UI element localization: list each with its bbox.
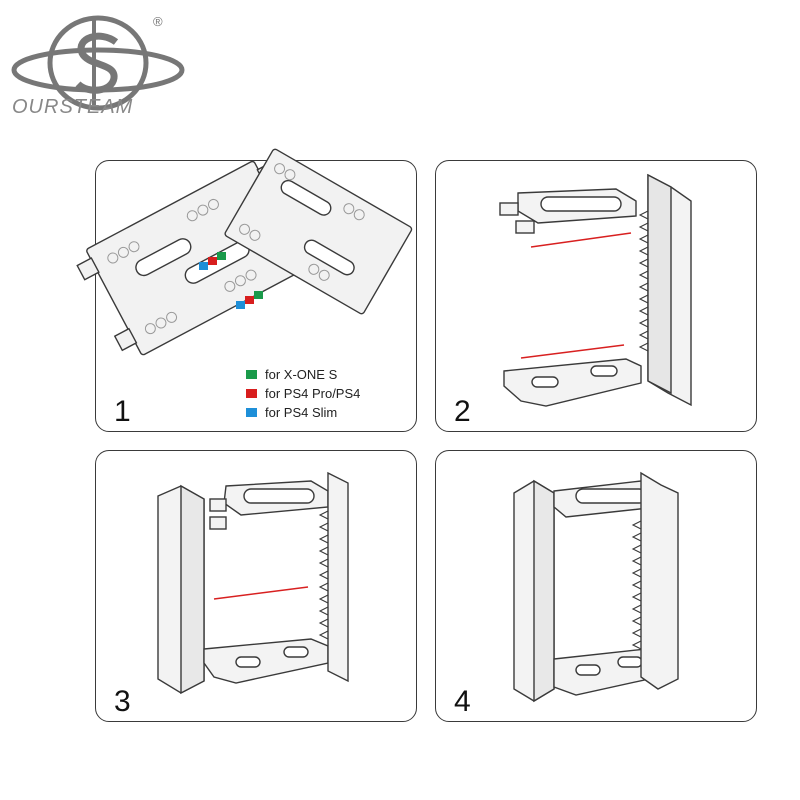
step-number: 3 (114, 685, 131, 718)
step-number: 1 (114, 395, 131, 428)
legend-swatch-green (246, 370, 257, 379)
registered-mark: ® (153, 14, 163, 29)
legend-label: for PS4 Pro/PS4 (265, 386, 361, 401)
marker-ps4slim-bottom (236, 301, 245, 309)
step-3-panel: 3 (95, 450, 417, 722)
legend-swatch-red (246, 389, 257, 398)
step-1-illustration (76, 148, 413, 356)
step-2-panel: 2 (435, 160, 757, 432)
step-2-illustration (499, 173, 692, 407)
legend-label: for PS4 Slim (265, 405, 338, 420)
step-1-panel: for X-ONE S for PS4 Pro/PS4 for PS4 Slim… (76, 148, 417, 432)
oursteam-logo: ® OURSTEAM (8, 8, 185, 123)
step-number: 2 (454, 395, 471, 428)
marker-ps4slim-top (199, 262, 208, 270)
panel-teeth (318, 510, 329, 640)
panel-teeth (638, 210, 649, 352)
logo-mark (11, 15, 185, 111)
legend-item-ps4slim: for PS4 Slim (246, 403, 360, 422)
legend-label: for X-ONE S (265, 367, 338, 382)
brand-name: OURSTEAM (12, 96, 134, 118)
step-4-panel: 4 (435, 450, 757, 722)
legend-swatch-blue (246, 408, 257, 417)
guide-line-bottom (520, 344, 625, 359)
step-4-illustration (513, 471, 679, 703)
marker-ps4pro-top (208, 257, 217, 265)
color-legend: for X-ONE S for PS4 Pro/PS4 for PS4 Slim (246, 365, 360, 422)
marker-xone-bottom (254, 291, 263, 299)
step-3-illustration (157, 471, 349, 695)
guide-line-top (530, 232, 632, 248)
right-side-panel (327, 471, 349, 683)
step-number: 4 (454, 685, 471, 718)
marker-ps4pro-bottom (245, 296, 254, 304)
bottom-bracket (503, 358, 642, 407)
panel-teeth (631, 520, 642, 650)
guide-line (213, 586, 309, 600)
legend-item-xone: for X-ONE S (246, 365, 360, 384)
right-side-panel (640, 471, 679, 690)
legend-item-ps4pro: for PS4 Pro/PS4 (246, 384, 360, 403)
bottom-bracket (203, 638, 329, 684)
marker-xone-top (217, 252, 226, 260)
tray-back (224, 148, 413, 315)
